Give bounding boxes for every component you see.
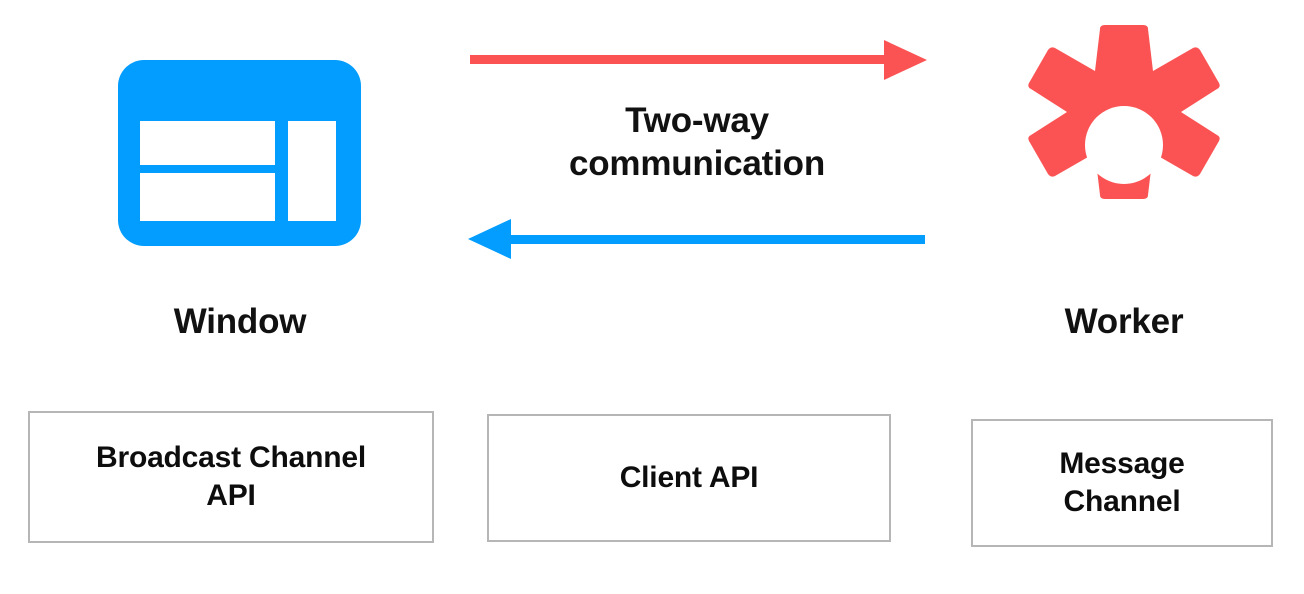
window-pane-bottom (140, 173, 275, 221)
gear-icon (1014, 25, 1234, 265)
api-box-label: Client API (610, 459, 769, 497)
browser-window-icon (118, 60, 361, 246)
arrow-worker-to-window (468, 219, 925, 259)
api-box-client-api: Client API (487, 414, 891, 542)
api-box-message-channel: Message Channel (971, 419, 1273, 547)
api-box-line-2: API (206, 479, 256, 512)
api-box-line-2: Channel (1063, 485, 1181, 518)
api-box-line-1: Message (1059, 446, 1185, 480)
api-box-label: Broadcast Channel API (86, 439, 376, 516)
api-box-broadcast-channel-api: Broadcast Channel API (28, 411, 434, 543)
api-box-line-1: Broadcast Channel (96, 440, 366, 474)
caption-line-2: communication (568, 143, 826, 183)
connection-caption: Two-way communication (472, 100, 922, 185)
node-label-worker: Worker (1064, 302, 1184, 341)
caption-line-1: Two-way (625, 101, 769, 140)
window-pane-right (288, 121, 336, 221)
api-box-label: Message Channel (1049, 445, 1194, 522)
api-box-line-1: Client API (619, 460, 759, 494)
node-label-window: Window (173, 302, 307, 341)
arrow-window-to-worker (470, 40, 927, 80)
window-pane-top (140, 121, 275, 165)
